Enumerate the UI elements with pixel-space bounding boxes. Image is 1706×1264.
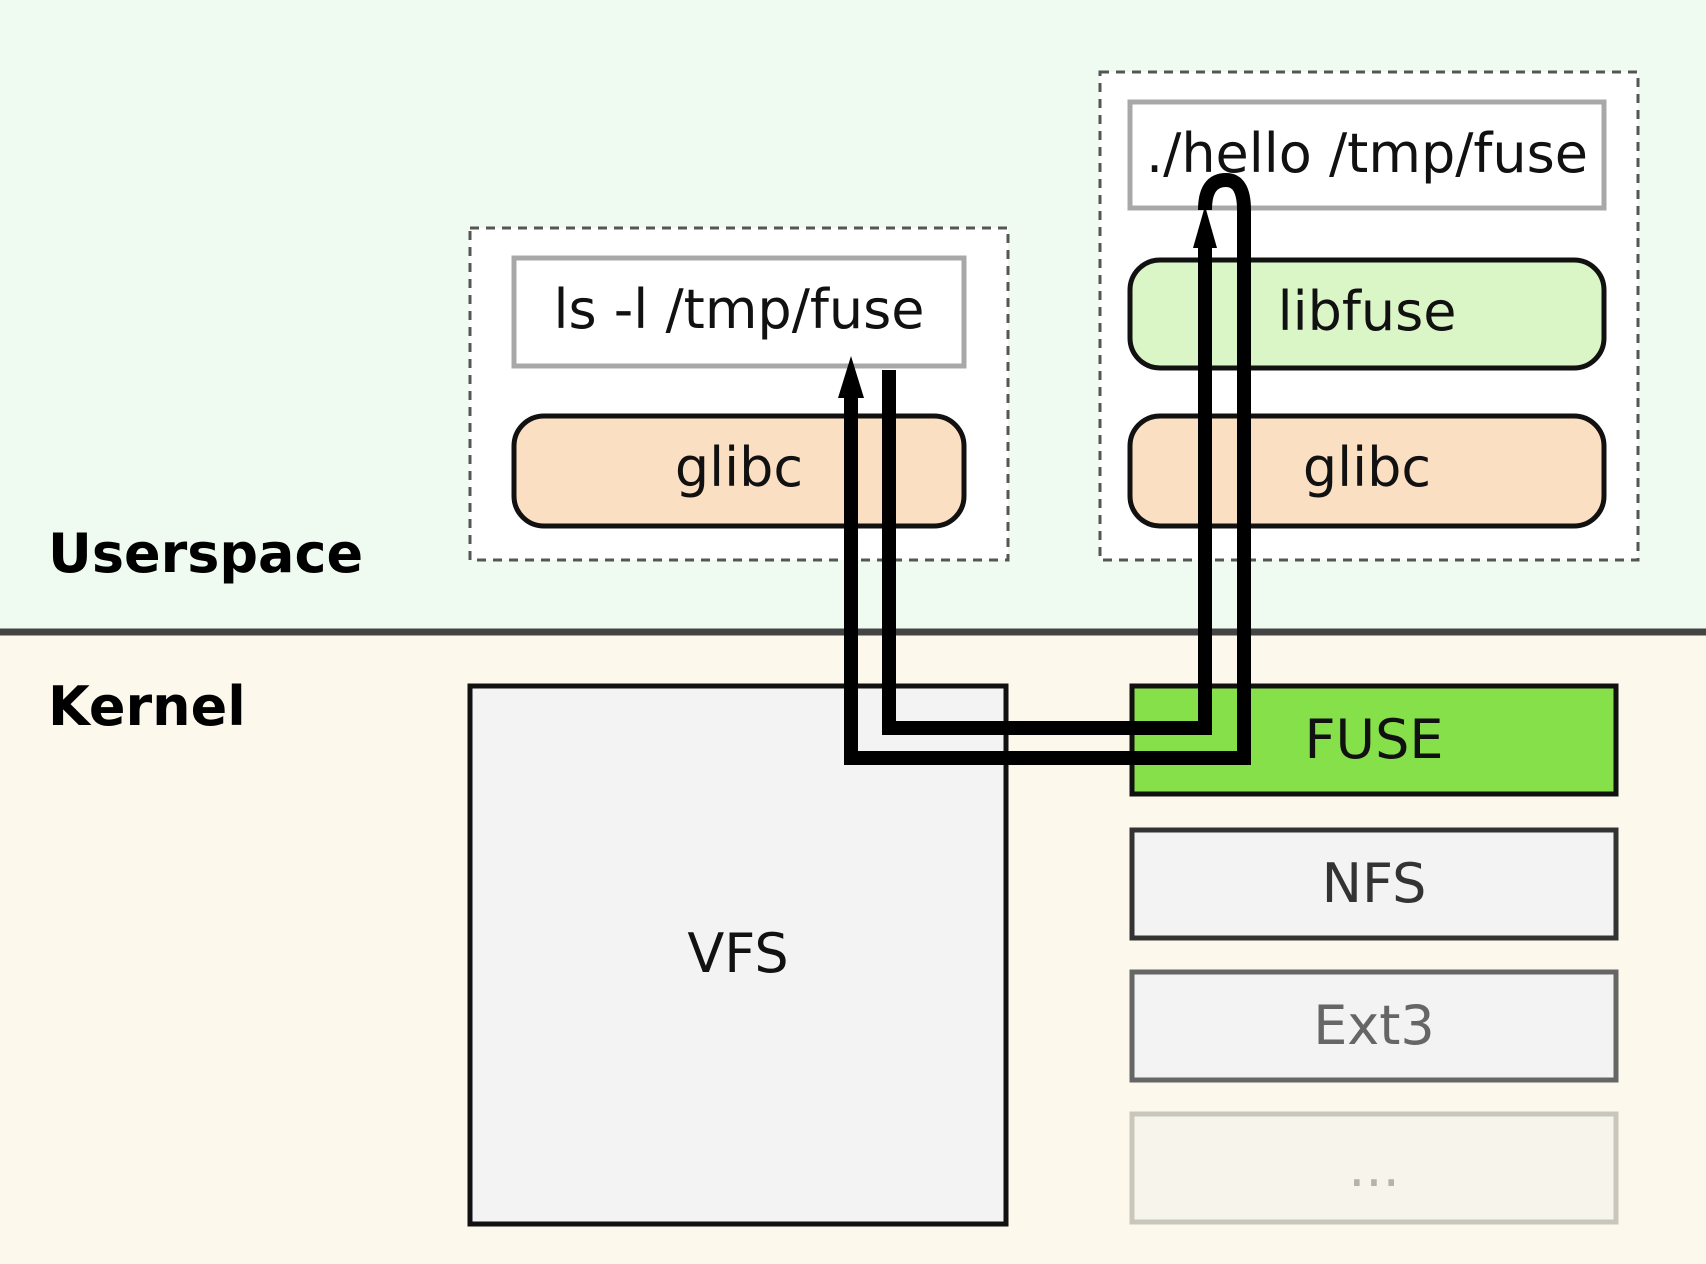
ls-command-box — [511, 255, 967, 369]
response-arrowhead — [838, 356, 864, 398]
ext3-fs-box — [1129, 969, 1619, 1083]
fuse-fs-box — [1129, 683, 1619, 797]
vfs-text: VFS — [687, 922, 788, 985]
fuse-fs-text: FUSE — [1305, 708, 1444, 771]
userspace-label: Userspace — [48, 522, 363, 585]
vfs-box — [467, 683, 1009, 1227]
more-fs-text: ... — [1348, 1136, 1400, 1199]
libfuse-text: libfuse — [1278, 280, 1457, 343]
ls-glibc-text: glibc — [675, 436, 803, 499]
ext3-fs-text: Ext3 — [1313, 994, 1435, 1057]
response-path — [844, 172, 1251, 765]
hello-glibc-text: glibc — [1303, 436, 1431, 499]
nfs-fs-text: NFS — [1322, 852, 1427, 915]
request-arrowhead — [1193, 206, 1217, 248]
ls-command-text: ls -l /tmp/fuse — [554, 278, 925, 341]
nfs-fs-box — [1129, 827, 1619, 941]
more-fs-box — [1129, 1111, 1619, 1225]
kernel-label: Kernel — [48, 675, 246, 738]
hello-command-text: ./hello /tmp/fuse — [1146, 122, 1588, 185]
request-path — [882, 230, 1212, 735]
